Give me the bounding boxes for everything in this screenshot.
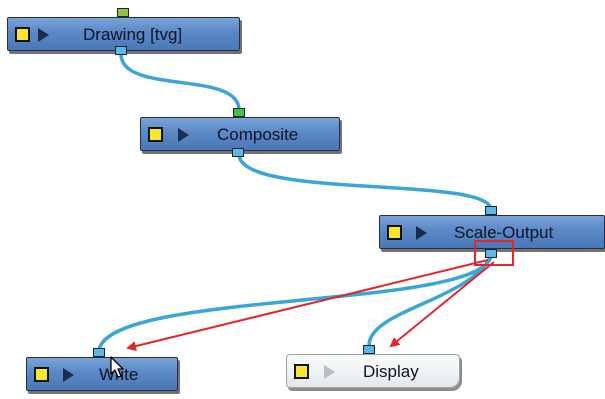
- red-arrow-to-write: [126, 259, 489, 351]
- play-arrow-icon[interactable]: [178, 128, 189, 142]
- yellow-square-enable-icon[interactable]: [15, 27, 30, 42]
- node-label: Display: [363, 362, 419, 381]
- yellow-square-enable-icon[interactable]: [34, 367, 49, 382]
- wire-drawing-to-composite: [119, 53, 241, 111]
- yellow-square-enable-icon[interactable]: [148, 127, 163, 142]
- output-port[interactable]: [485, 249, 497, 258]
- node-display[interactable]: Display: [286, 354, 460, 388]
- wire-scale-output-to-display: [367, 255, 493, 346]
- play-arrow-icon[interactable]: [416, 226, 427, 240]
- node-write[interactable]: Write: [26, 357, 178, 391]
- wire-scale-output-to-write: [97, 255, 493, 351]
- node-composite[interactable]: Composite: [140, 117, 340, 151]
- output-port[interactable]: [115, 46, 127, 55]
- input-port[interactable]: [117, 8, 129, 17]
- yellow-square-enable-icon[interactable]: [387, 225, 402, 240]
- node-label: Drawing [tvg]: [83, 25, 183, 44]
- play-arrow-icon[interactable]: [38, 28, 49, 42]
- red-arrow-to-display: [389, 261, 495, 348]
- yellow-square-enable-icon[interactable]: [294, 364, 309, 379]
- node-label: Composite: [217, 125, 299, 144]
- play-arrow-icon[interactable]: [63, 368, 74, 382]
- input-port[interactable]: [233, 108, 245, 117]
- input-port[interactable]: [363, 345, 375, 354]
- output-port[interactable]: [232, 148, 244, 157]
- node-scale-output[interactable]: Scale-Output: [379, 215, 605, 249]
- play-arrow-icon[interactable]: [324, 365, 335, 379]
- mouse-cursor-icon: [110, 356, 124, 378]
- node-drawing[interactable]: Drawing [tvg]: [7, 17, 240, 51]
- input-port[interactable]: [93, 348, 105, 357]
- input-port[interactable]: [485, 206, 497, 215]
- port-highlight-annotation: [474, 240, 514, 266]
- node-label: Scale-Output: [454, 223, 554, 242]
- wire-composite-to-scale-output: [237, 153, 493, 211]
